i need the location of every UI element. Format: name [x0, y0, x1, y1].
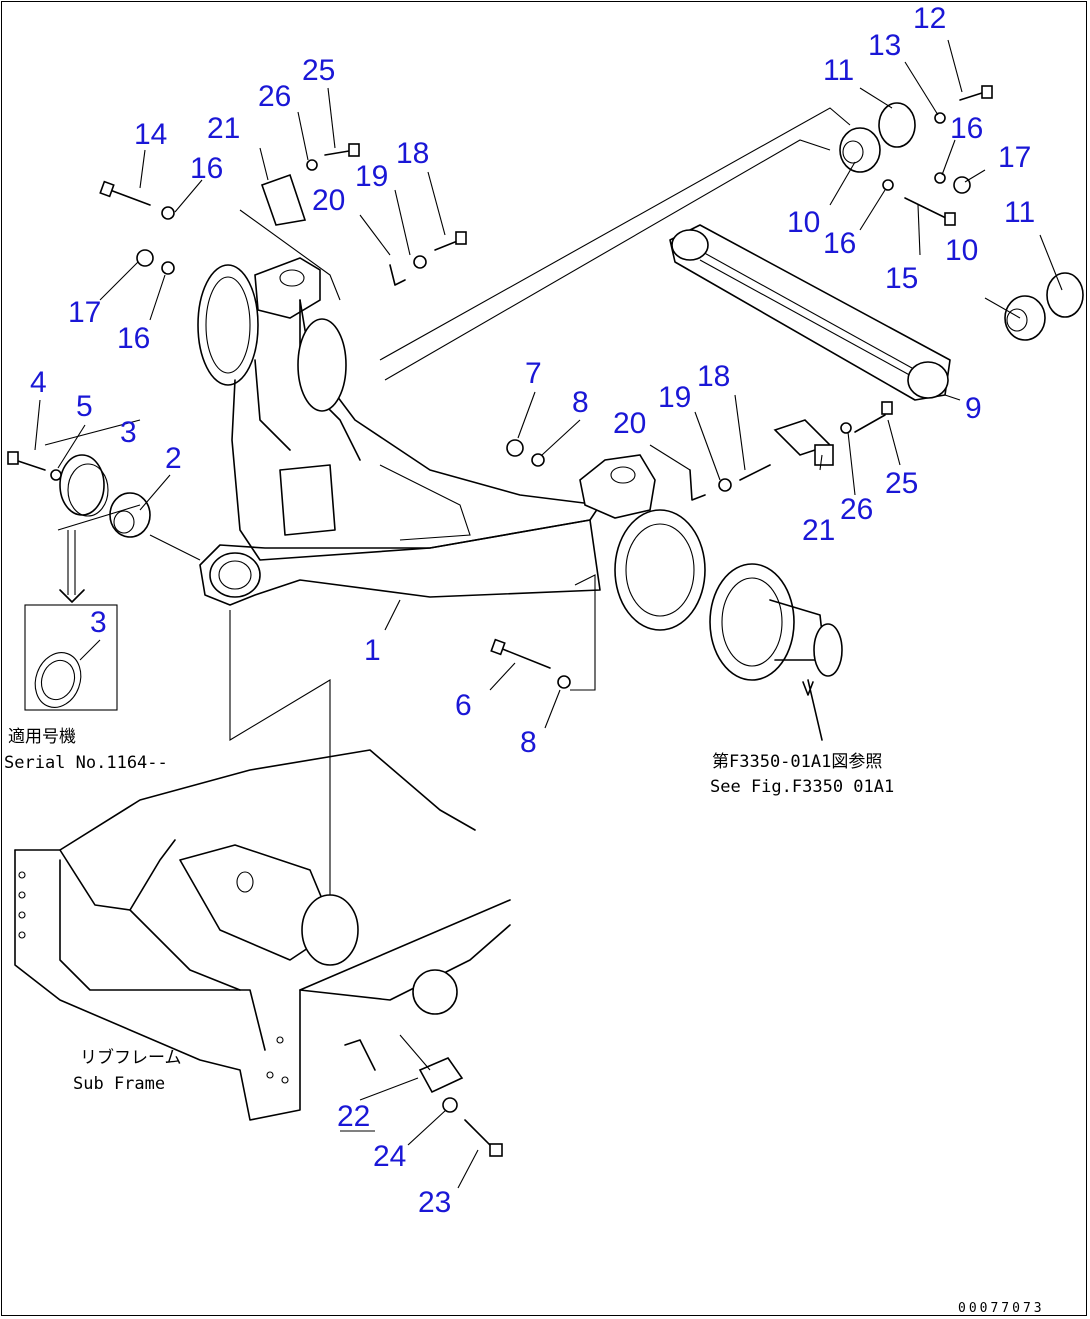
annotations: 適用号機 Serial No.1164-- 第F3350-01A1図参照 See… [4, 727, 1045, 1316]
callout-8-lower: 8 [520, 726, 537, 759]
callout-6: 6 [455, 689, 472, 722]
callout-10-upper: 10 [787, 206, 820, 239]
callout-17-left: 17 [68, 296, 101, 329]
bushing-upper [839, 102, 916, 173]
callout-10-lower: 10 [945, 234, 978, 267]
callout-11-upper: 11 [823, 54, 854, 87]
fig-ref-en: See Fig.F3350 01A1 [710, 777, 894, 797]
bushing-lower [1004, 272, 1084, 341]
callout-2: 2 [165, 442, 182, 475]
serial-note-en: Serial No.1164-- [4, 753, 168, 773]
sub-frame [14, 749, 511, 1121]
callout-16-d: 16 [823, 227, 856, 260]
subframe-label-en: Sub Frame [73, 1074, 165, 1094]
callout-21-lower: 21 [802, 514, 835, 547]
callout-26-upper: 26 [258, 80, 291, 113]
callout-25-upper: 25 [302, 54, 335, 87]
serial-note-jp: 適用号機 [8, 727, 76, 747]
callout-11-lower: 11 [1004, 196, 1035, 229]
fasteners [7, 85, 993, 689]
callout-labels: 1 2 3 3 4 5 6 7 8 8 9 10 10 11 11 12 13 … [30, 2, 1035, 1219]
callout-26-lower: 26 [840, 493, 873, 526]
inset-arrow [59, 530, 85, 603]
shim-upper [44, 419, 141, 531]
callout-21-upper: 21 [207, 112, 240, 145]
inset-box [24, 604, 118, 711]
callout-16-c: 16 [950, 112, 983, 145]
bushing-left [59, 454, 201, 561]
callout-24: 24 [373, 1140, 406, 1173]
callout-20-upper: 20 [312, 184, 345, 217]
callout-14: 14 [134, 118, 167, 151]
subframe-label-jp: リブフレーム [80, 1047, 182, 1068]
callout-20-lower: 20 [613, 407, 646, 440]
callout-16-b: 16 [117, 322, 150, 355]
callout-9: 9 [965, 392, 982, 425]
callout-15: 15 [885, 262, 918, 295]
callout-18-lower: 18 [697, 360, 730, 393]
leader-lines [34, 39, 1063, 729]
drawing-code: 00077073 [958, 1301, 1045, 1316]
callout-5: 5 [76, 390, 93, 423]
callout-7: 7 [525, 357, 542, 390]
callout-19-lower: 19 [658, 381, 691, 414]
callout-19-upper: 19 [355, 160, 388, 193]
final-drive-hub [709, 563, 843, 741]
bottom-fasteners [359, 1034, 503, 1189]
callout-3-upper: 3 [120, 416, 137, 449]
callout-25-lower: 25 [885, 467, 918, 500]
axle-housing [197, 257, 706, 631]
callout-23: 23 [418, 1186, 451, 1219]
callout-13: 13 [868, 29, 901, 62]
callout-8-upper: 8 [572, 386, 589, 419]
fig-ref-jp: 第F3350-01A1図参照 [712, 752, 882, 772]
callout-22: 22 [337, 1100, 370, 1133]
callout-4: 4 [30, 366, 47, 399]
callout-12: 12 [913, 2, 946, 35]
callout-1: 1 [364, 634, 381, 667]
callout-16-a: 16 [190, 152, 223, 185]
callout-18-upper: 18 [396, 137, 429, 170]
callout-3-inset: 3 [90, 606, 107, 639]
callout-17-right: 17 [998, 141, 1031, 174]
